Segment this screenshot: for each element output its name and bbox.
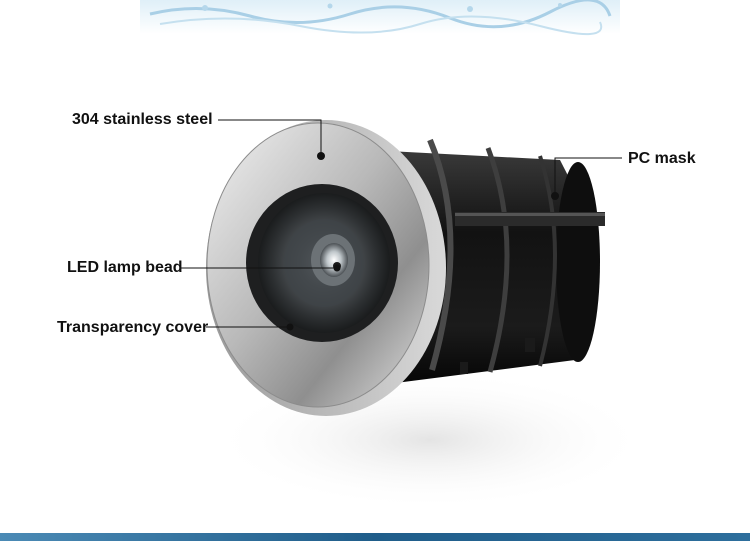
callout-leaders	[180, 119, 622, 328]
callout-dots	[286, 152, 559, 331]
label-stainless-steel: 304 stainless steel	[72, 111, 213, 128]
water-splash	[140, 0, 620, 35]
label-transparency-cover: Transparency cover	[57, 319, 209, 336]
label-led-lamp-bead: LED lamp bead	[67, 259, 183, 276]
label-pc-mask: PC mask	[628, 150, 696, 167]
bottom-accent-bar	[0, 533, 750, 541]
led-bead	[311, 234, 355, 286]
leader-pc-mask	[554, 157, 622, 194]
leader-stainless-steel	[218, 119, 322, 154]
